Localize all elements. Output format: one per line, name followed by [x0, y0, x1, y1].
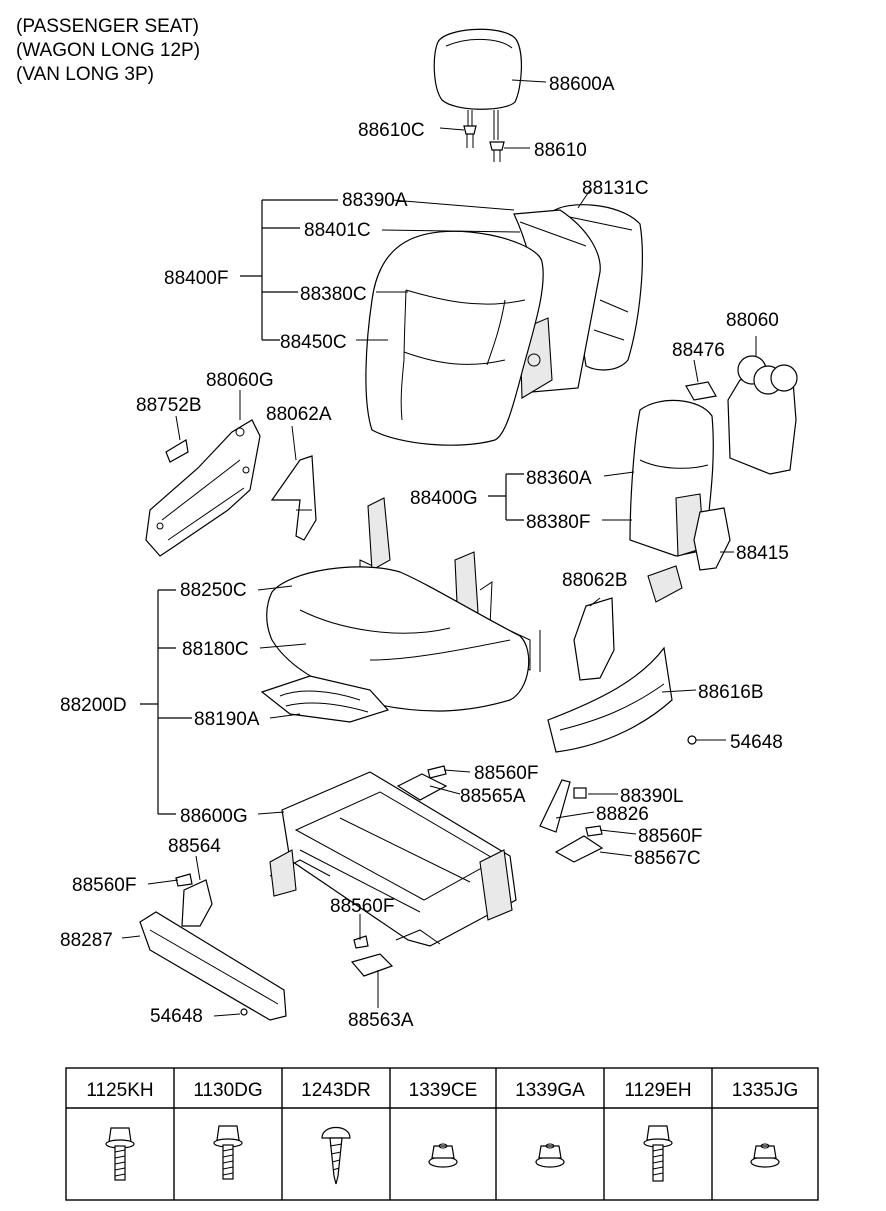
label-88360A: 88360A: [526, 468, 592, 489]
lever-88752B-drawing: [165, 439, 189, 463]
fastener-code-7: 1335JG: [732, 1080, 799, 1101]
label-88190A: 88190A: [194, 709, 260, 730]
fastener-table: 1125KH 1130DG 1243DR 1339CE 1339GA 1129E…: [65, 1067, 819, 1201]
side-cover-88616B-drawing: [547, 646, 673, 753]
label-88062A: 88062A: [266, 404, 332, 425]
seatback-drawing: [365, 204, 643, 446]
label-88390L: 88390L: [620, 786, 683, 807]
label-88752B: 88752B: [136, 395, 202, 416]
label-88131C: 88131C: [582, 178, 649, 199]
label-88565A: 88565A: [460, 786, 526, 807]
plug-54648-drawing: [687, 735, 697, 745]
label-88287: 88287: [60, 930, 113, 951]
label-88390A: 88390A: [342, 190, 408, 211]
fastener-code-4: 1339CE: [409, 1080, 478, 1101]
seat-cushion-drawing: [260, 497, 541, 723]
label-88450C: 88450C: [280, 332, 347, 353]
label-88180C: 88180C: [182, 639, 249, 660]
label-88567C: 88567C: [634, 848, 701, 869]
label-88616B: 88616B: [698, 682, 764, 703]
label-88060G: 88060G: [206, 370, 274, 391]
label-88560F-bottom: 88560F: [330, 896, 394, 917]
label-88060: 88060: [726, 310, 779, 331]
fastener-code-2: 1130DG: [193, 1080, 262, 1101]
headrest-guide-drawing: [463, 125, 505, 162]
seat-frame-drawing: [269, 771, 517, 947]
label-88600A: 88600A: [549, 74, 615, 95]
label-88250C: 88250C: [180, 580, 247, 601]
hex-flange-bolt-icon: [643, 1125, 673, 1182]
seatback-88400G-drawing: [629, 399, 714, 603]
flange-nut-icon: [535, 1143, 565, 1168]
label-88415: 88415: [736, 543, 789, 564]
hex-washer-bolt-icon: [213, 1125, 243, 1180]
handle-88476-drawing: [685, 381, 717, 401]
bracket-88567C-drawing: [554, 825, 604, 863]
rear-back-88060-drawing: [727, 355, 798, 475]
header-line-van: (VAN LONG 3P): [16, 64, 154, 85]
hex-flange-bolt-icon: [105, 1127, 135, 1181]
label-88400F: 88400F: [164, 268, 228, 289]
label-88610C: 88610C: [358, 120, 425, 141]
header-line-passenger-seat: (PASSENGER SEAT): [16, 16, 199, 37]
brackets-88565A-drawing: [396, 765, 448, 801]
label-88476: 88476: [672, 340, 725, 361]
fastener-code-5: 1339GA: [515, 1080, 585, 1101]
part-labels: 88600A 88610C 88610 88390A 88131C 88401C…: [60, 74, 789, 1031]
label-88564: 88564: [168, 836, 221, 857]
label-88401C: 88401C: [304, 220, 371, 241]
headrest-drawing: [433, 28, 523, 140]
fastener-code-1: 1125KH: [86, 1080, 153, 1101]
armrest-88415-drawing: [693, 507, 731, 571]
label-88380F: 88380F: [526, 512, 590, 533]
bracket-88564-drawing: [175, 873, 213, 927]
label-88400G: 88400G: [410, 488, 478, 509]
bracket-88062A-drawing: [270, 455, 317, 541]
fastener-code-3: 1243DR: [301, 1080, 371, 1101]
label-88600G: 88600G: [180, 806, 248, 827]
side-rail-88287-drawing: [139, 911, 287, 1021]
label-54648-right: 54648: [730, 732, 783, 753]
bracket-88826-drawing: [539, 779, 587, 833]
header-line-wagon: (WAGON LONG 12P): [16, 40, 200, 61]
label-88563A: 88563A: [348, 1010, 414, 1031]
flange-nut-icon: [750, 1143, 780, 1168]
label-88560F-right: 88560F: [638, 826, 702, 847]
label-88200D: 88200D: [60, 695, 127, 716]
tapping-screw-icon: [321, 1126, 351, 1185]
side-shield-88060G-drawing: [145, 419, 261, 557]
bracket-88062B-drawing: [573, 597, 615, 681]
flange-nut-icon: [428, 1143, 458, 1168]
fastener-code-6: 1129EH: [624, 1080, 691, 1101]
label-88826: 88826: [596, 804, 649, 825]
label-54648-left: 54648: [150, 1006, 203, 1027]
bracket-88563A-drawing: [350, 935, 394, 977]
diagram-header: (PASSENGER SEAT) (WAGON LONG 12P) (VAN L…: [16, 16, 200, 85]
label-88062B: 88062B: [562, 570, 628, 591]
label-88610: 88610: [534, 140, 587, 161]
label-88560F-left: 88560F: [72, 875, 136, 896]
label-88380C: 88380C: [300, 284, 367, 305]
label-88560F-top: 88560F: [474, 763, 538, 784]
leader-lines: [121, 79, 757, 1017]
